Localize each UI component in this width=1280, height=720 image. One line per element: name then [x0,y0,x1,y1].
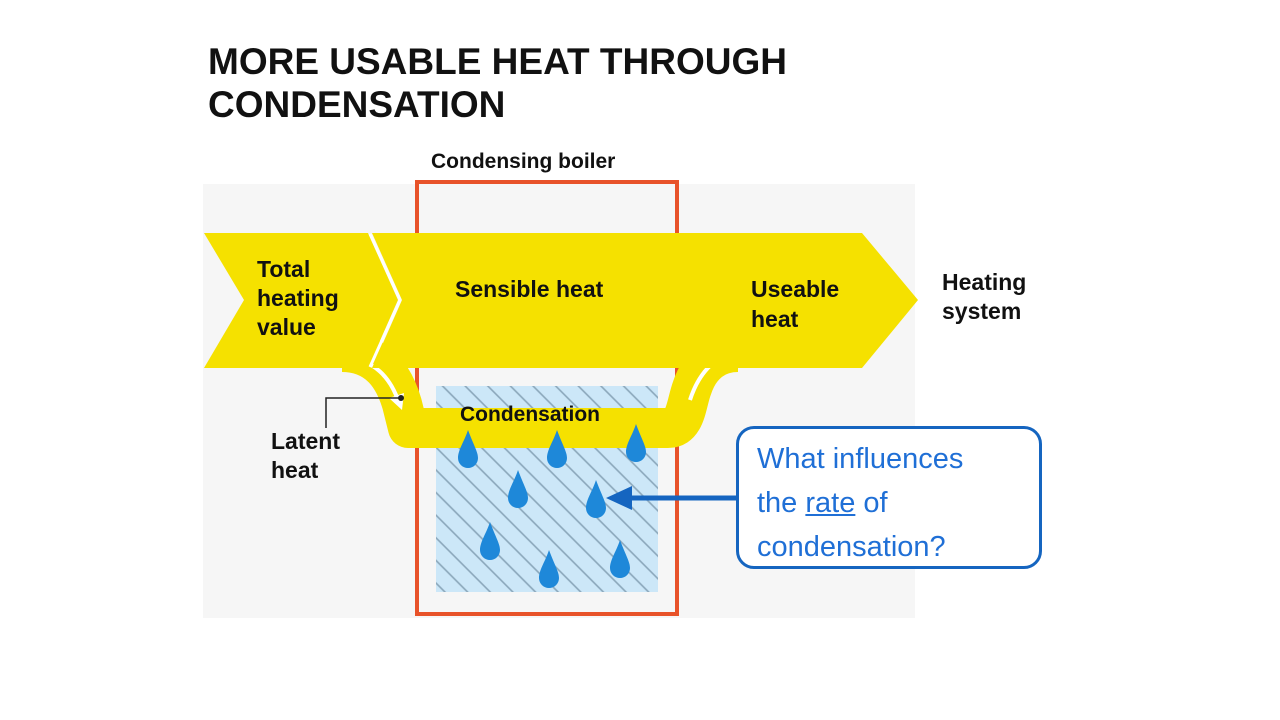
water-drop-icon [547,430,567,468]
question-line-2-start: the [757,487,806,519]
sensible-heat-arrow [372,233,918,368]
water-drop-icon [586,480,606,518]
question-line-1: What influences [757,443,964,475]
chevron-separator [368,233,402,301]
question-line-2: the rate of [757,481,1023,525]
sensible-heat-label: Sensible heat [455,276,604,302]
question-pointer-arrowhead [606,486,632,510]
question-rate-underlined: rate [805,487,856,519]
chevron-separator-lower [368,299,402,368]
question-callout: What influences the rate of condensation… [736,426,1042,569]
latent-heat-leader-dot [398,395,404,401]
latent-heat-leader [325,397,400,428]
water-drop-icon [626,424,646,463]
question-line-3: condensation? [757,531,946,563]
water-drop-icon [458,430,478,468]
latent-heat-label: Latent heat [271,428,346,483]
total-heating-value-label: Total heating value [257,256,345,340]
heating-system-label: Heating system [942,269,1033,324]
water-drop-icon [480,522,500,560]
condensation-label: Condensation [460,403,600,426]
question-line-2-end: of [855,487,888,519]
total-heating-chevron [204,233,398,368]
condensing-boiler-label: Condensing boiler [431,150,615,173]
water-drop-icon [610,540,630,578]
water-drop-icon [539,550,559,588]
water-drop-icon [508,470,528,508]
useable-heat-label: Useable heat [751,276,846,332]
water-drops [458,424,646,588]
slide-title: MORE USABLE HEAT THROUGH CONDENSATION [208,41,787,125]
